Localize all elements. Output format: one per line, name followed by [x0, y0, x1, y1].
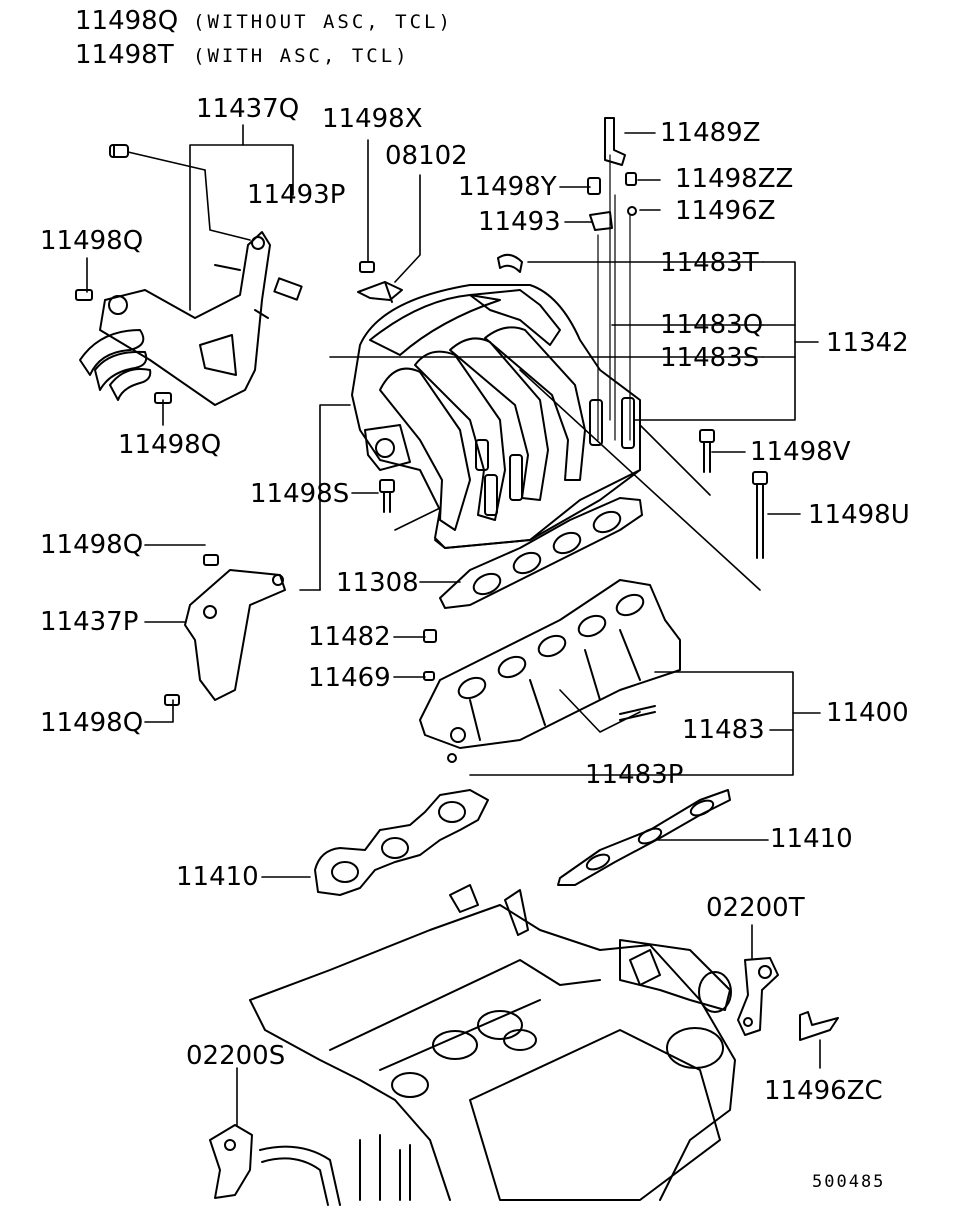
bracket-11437P-icon — [164, 554, 286, 706]
engine-block-icon — [249, 884, 736, 1201]
nuts-icon — [423, 629, 437, 681]
callout-11483S: 11483S — [660, 343, 760, 373]
callout-11498Q-mid: 11498Q — [40, 530, 144, 560]
lower-intake-manifold-icon — [419, 579, 681, 763]
bracket-02200S-icon — [209, 1124, 341, 1206]
callout-11482: 11482 — [308, 622, 391, 652]
sensor-08102-icon — [357, 261, 403, 303]
bolt-11498Q-top-icon — [109, 144, 129, 158]
gasket-11410-right-icon — [557, 789, 731, 886]
callout-11483P: 11483P — [585, 760, 684, 790]
callout-11469: 11469 — [308, 663, 391, 693]
callout-11489Z: 11489Z — [660, 118, 761, 148]
callout-11437P: 11437P — [40, 607, 139, 637]
callout-11483Q: 11483Q — [660, 310, 764, 340]
header-note-without: (WITHOUT ASC, TCL) — [193, 11, 453, 33]
leader-lines — [86, 124, 821, 1126]
callout-11498ZZ: 11498ZZ — [675, 164, 794, 194]
callout-11496Z: 11496Z — [675, 196, 776, 226]
callout-11498V: 11498V — [750, 437, 851, 467]
bolts-long-icon — [379, 429, 768, 559]
bracket-11437Q-icon — [75, 231, 303, 406]
callout-02200S: 02200S — [186, 1041, 286, 1071]
callout-11498Q-lower: 11498Q — [40, 708, 144, 738]
callout-11410-left: 11410 — [176, 862, 259, 892]
bracket-11496ZC-icon — [799, 1011, 839, 1041]
callout-11498S: 11498S — [250, 479, 350, 509]
callout-11400: 11400 — [826, 698, 909, 728]
upper-intake-manifold-icon — [351, 284, 641, 549]
header-part-11498Q: 11498Q — [75, 6, 179, 36]
callout-11410-right: 11410 — [770, 824, 853, 854]
callout-11342: 11342 — [826, 328, 909, 358]
callout-11483: 11483 — [682, 715, 765, 745]
header-part-11498T: 11498T — [75, 40, 174, 70]
gasket-11308-icon — [439, 497, 643, 609]
callout-11483T: 11483T — [660, 248, 759, 278]
callout-11493: 11493 — [478, 207, 561, 237]
callout-11498U: 11498U — [808, 500, 910, 530]
callout-11498Y: 11498Y — [458, 172, 557, 202]
callout-11498Q-upper: 11498Q — [40, 226, 144, 256]
callout-11498X: 11498X — [322, 104, 423, 134]
header-note-with: (WITH ASC, TCL) — [193, 45, 410, 67]
figure-number: 500485 — [812, 1172, 886, 1192]
callout-11498Q-bracket: 11498Q — [118, 430, 222, 460]
callout-11308: 11308 — [336, 568, 419, 598]
small-fasteners-icon — [497, 117, 637, 273]
callout-11496ZC: 11496ZC — [764, 1076, 883, 1106]
callout-11437Q: 11437Q — [196, 94, 300, 124]
gasket-11410-left-icon — [314, 789, 489, 896]
callout-02200T: 02200T — [706, 893, 805, 923]
callout-08102: 08102 — [385, 141, 468, 171]
callout-11493P: 11493P — [247, 180, 346, 210]
bracket-02200T-icon — [737, 957, 779, 1036]
